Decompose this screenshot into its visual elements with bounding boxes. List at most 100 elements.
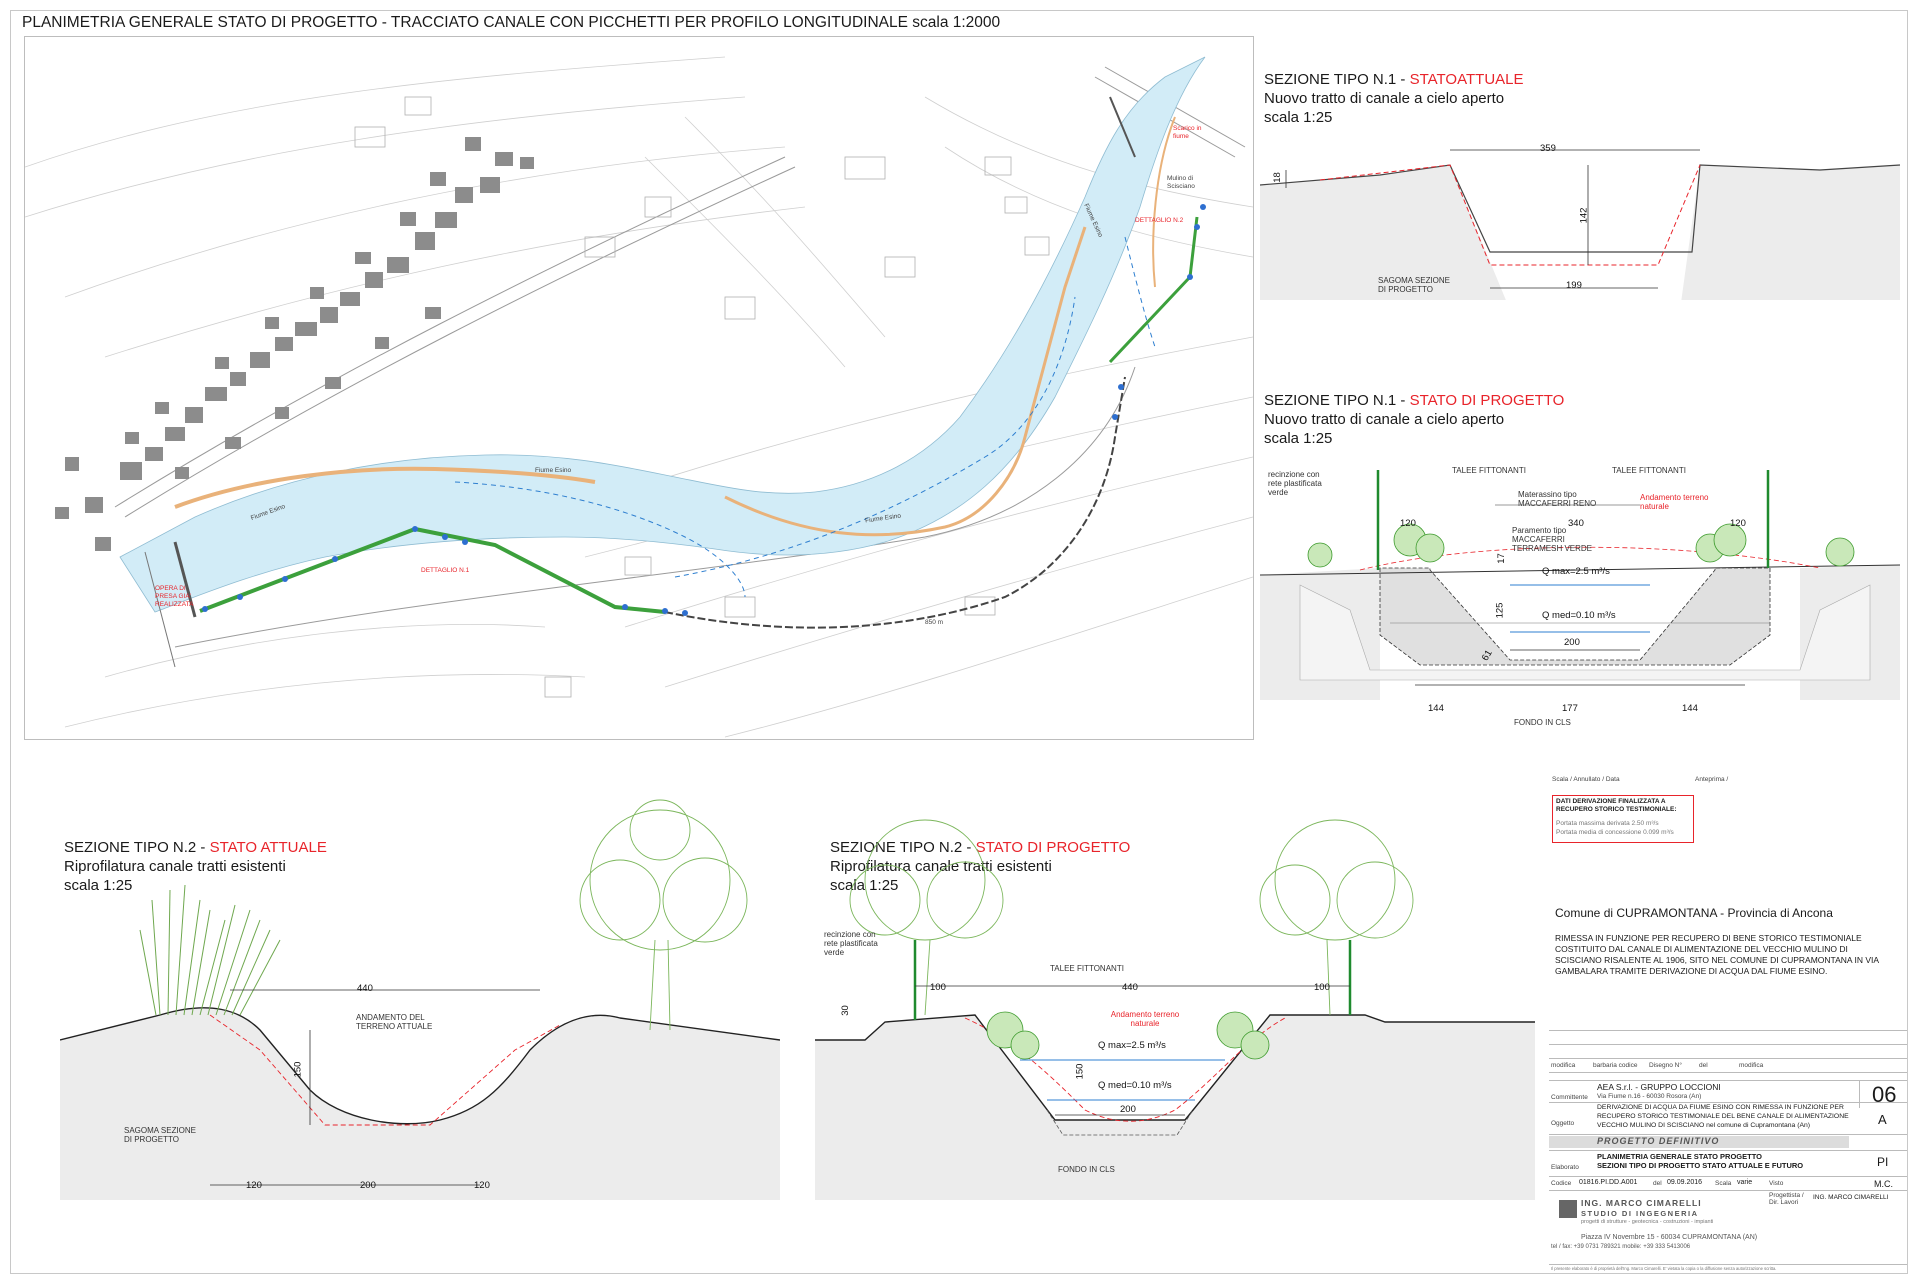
doc-line-2: SEZIONI TIPO DI PROGETTO STATO ATTUALE E… <box>1597 1161 1804 1170</box>
detail-1-label: DETTAGLIO N.1 <box>421 567 470 574</box>
tb-rule-5 <box>1549 1102 1907 1103</box>
section1-project-dim-200-label: 200 <box>1564 637 1580 648</box>
section2-actual-title-a: SEZIONE TIPO N.2 - <box>64 839 210 856</box>
section2-actual-scale: scala 1:25 <box>64 877 133 894</box>
rev-header-1: modifica <box>1551 1062 1576 1069</box>
section2-project-scale: scala 1:25 <box>830 877 899 894</box>
section1-actual-ground <box>1260 165 1900 300</box>
river-label-1: Fiume Esino <box>535 467 572 474</box>
section1-actual-title-b: STATOATTUALE <box>1409 71 1524 88</box>
section2-project-dim-30: 30 <box>839 1005 851 1016</box>
section2-project-dim-150: 150 <box>1074 1063 1086 1080</box>
tb-rule-6 <box>1549 1134 1907 1135</box>
section2-actual-tree <box>579 799 748 1031</box>
section2-actual-reeds <box>139 884 281 1016</box>
mill-label: Mulino di Scisciano <box>1167 175 1195 190</box>
section2-project-title-b: STATO DI PROGETTO <box>975 839 1131 856</box>
section1-project-ground <box>1260 565 1900 700</box>
section1-actual-drawing <box>1260 149 1901 300</box>
section1-actual-dim-142: 142 <box>1578 207 1590 224</box>
section2-actual-dim-440: 440 <box>357 983 373 994</box>
section1-project-dim-120-left: 120 <box>1400 518 1416 529</box>
section2-actual-dim-120-left: 120 <box>246 1180 262 1191</box>
section1-actual-dim-18: 18 <box>1271 172 1283 183</box>
tb-rule-4 <box>1549 1080 1907 1081</box>
section1-project-mattress-label: Materassino tipo MACCAFERRI RENO <box>1518 490 1597 508</box>
section1-actual-dim-199: 199 <box>1566 280 1582 291</box>
derivation-row-2: Portata media di concessione 0.099 m³/s <box>1556 829 1674 836</box>
plan-view: Fiume Esino Fiume Esino Fiume Esino Fium… <box>24 36 1254 740</box>
section1-actual-scale: scala 1:25 <box>1264 109 1333 126</box>
tb-rule-7 <box>1549 1150 1907 1151</box>
section2-project-title-a: SEZIONE TIPO N.2 - <box>830 839 976 856</box>
studio-logo-icon <box>1559 1200 1577 1218</box>
embankment-3 <box>1152 116 1176 288</box>
object-line-2: RECUPERO STORICO TESTIMONIALE DEL BENE C… <box>1597 1113 1849 1120</box>
section2-project-dim-100-left: 100 <box>930 982 946 993</box>
section2-project-dim-440: 440 <box>1122 982 1138 993</box>
section2-project-terrain <box>815 1014 1535 1121</box>
detail-2-label: DETTAGLIO N.2 <box>1135 217 1184 224</box>
section2-project-dim-100-right: 100 <box>1314 982 1330 993</box>
section1-project-talee-right: TALEE FITTONANTI <box>1612 466 1686 475</box>
section2-project-dim-200: 200 <box>1120 1104 1136 1115</box>
derivation-title: DATI DERIVAZIONE FINALIZZATA A RECUPERO … <box>1556 798 1677 813</box>
sheet-number-box: 06 <box>1859 1080 1908 1108</box>
section1-project-qmax: Q max=2.5 m³/s <box>1542 566 1610 577</box>
section2-actual-title: SEZIONE TIPO N.2 - STATO ATTUALE <box>64 838 327 857</box>
date-label: del <box>1653 1180 1662 1187</box>
section2-actual-project-label: SAGOMA SEZIONE DI PROGETTO <box>124 1126 197 1144</box>
section1-actual-terrain <box>1260 164 1901 253</box>
section1-project-title-b: STATO DI PROGETTO <box>1409 392 1565 409</box>
section1-project-qmed: Q med=0.10 m³/s <box>1542 610 1616 621</box>
section1-actual-title: SEZIONE TIPO N.1 - STATOATTUALE <box>1264 70 1524 89</box>
embankment-2 <box>724 226 1087 537</box>
buildings <box>55 137 534 551</box>
tb-rule-9 <box>1549 1190 1907 1191</box>
revision-letter: A <box>1878 1112 1887 1127</box>
section2-actual-subtitle: Riprofilatura canale tratti esistenti <box>64 858 286 875</box>
stamp-right: Anteprima / <box>1695 776 1729 783</box>
intake-label: OPERA DI PRESA GIA' REALIZZATA <box>155 585 194 608</box>
section1-project-fence-label: recinzione con rete plastificata verde <box>1268 470 1322 497</box>
copyright-note: Il presente elaborato è di proprietà del… <box>1551 1266 1777 1271</box>
blue-lines <box>454 236 1156 598</box>
doc-line-1: PLANIMETRIA GENERALE STATO PROGETTO <box>1597 1152 1763 1161</box>
municipality-desc-3: SCISCIANO RISALENTE AL 1906, SITO NEL CO… <box>1555 955 1880 965</box>
sheet-title: PLANIMETRIA GENERALE STATO DI PROGETTO -… <box>22 14 1001 31</box>
length-label: 850 m <box>925 619 944 626</box>
rev-header-2: barbaria codice <box>1593 1062 1638 1069</box>
code-label: Codice <box>1551 1180 1572 1187</box>
section2-project-ground <box>815 1015 1535 1200</box>
canal-route-1 <box>199 526 666 614</box>
section2-project-talee-label: TALEE FITTONANTI <box>1050 964 1124 973</box>
road-bridge <box>1109 96 1136 158</box>
date-value: 09.09.2016 <box>1667 1179 1703 1186</box>
designer-label: Progettista / Dir. Lavori <box>1769 1192 1804 1206</box>
section1-project-dim-120-right: 120 <box>1730 518 1746 529</box>
section1-actual-title-a: SEZIONE TIPO N.1 - <box>1264 71 1410 88</box>
section2-project-fence-label: recinzione con rete plastificata verde <box>824 930 878 957</box>
outlet-label: Scarico in fiume <box>1173 125 1202 140</box>
drawing-frame <box>10 10 1908 1274</box>
client-name: AEA S.r.l. - GRUPPO LOCCIONI <box>1597 1082 1721 1092</box>
section1-project-subtitle: Nuovo tratto di canale a cielo aperto <box>1264 411 1505 428</box>
section1-project-dim-125: 125 <box>1494 602 1506 619</box>
studio-type: STUDIO DI INGEGNERIA <box>1581 1209 1699 1218</box>
section2-project-trees <box>849 819 1414 1016</box>
studio-address: Piazza IV Novembre 15 - 60034 CUPRAMONTA… <box>1581 1234 1758 1241</box>
sheet-number: 06 <box>1872 1082 1897 1107</box>
section2-actual-drawing <box>60 799 780 1200</box>
river-area <box>119 56 1206 613</box>
section1-project-excavation <box>1299 584 1871 681</box>
studio-name: ING. MARCO CIMARELLI <box>1581 1198 1702 1208</box>
doc-code: PI <box>1877 1155 1889 1169</box>
section2-project-bottom-label: FONDO IN CLS <box>1058 1165 1115 1174</box>
section1-actual-project-line <box>1319 164 1701 266</box>
rev-header-4: del <box>1699 1062 1708 1069</box>
plan-map <box>25 56 1253 738</box>
rev-header-5: modifica <box>1739 1062 1764 1069</box>
municipality-desc-4: GAMBALARA TRAMITE DERIVAZIONE DI ACQUA D… <box>1555 966 1828 976</box>
municipality-name: Comune di CUPRAMONTANA - Provincia di An… <box>1555 906 1833 920</box>
tb-rule-0 <box>1549 1030 1907 1031</box>
